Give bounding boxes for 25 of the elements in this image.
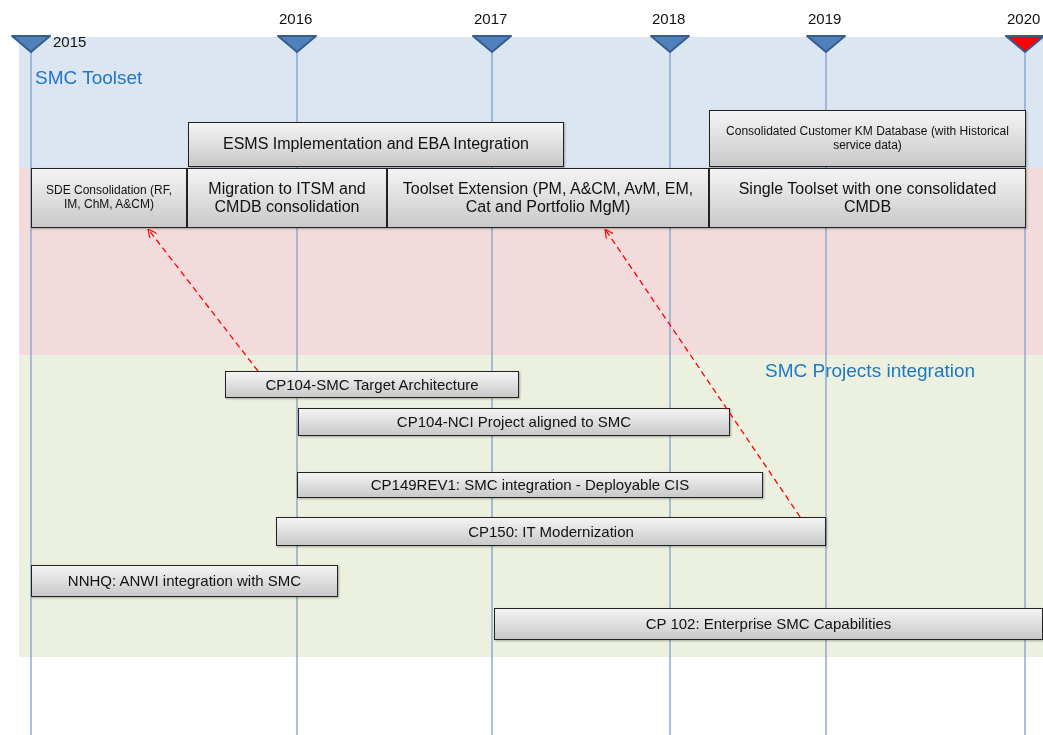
section-title: SMC Toolset (35, 67, 143, 89)
timeline-bar: ESMS Implementation and EBA Integration (188, 122, 564, 167)
timeline-bar: Consolidated Customer KM Database (with Historical service data) (709, 110, 1026, 167)
timeline-bar: SDE Consolidation (RF, IM, ChM, A&CM) (31, 168, 187, 228)
timeline-bar: CP149REV1: SMC integration - Deployable CIS (297, 472, 763, 498)
toolset-band (19, 37, 1043, 168)
roadmap-band (19, 168, 1043, 355)
arrow (604, 228, 801, 518)
timeline-bar: CP104-SMC Target Architecture (225, 371, 519, 398)
arrow (147, 228, 259, 372)
year-label: 2020 (1007, 10, 1041, 27)
timeline-bar: CP150: IT Modernization (276, 517, 826, 546)
timeline-bar: Single Toolset with one consolidated CMDB (709, 168, 1026, 228)
timeline-bar: NNHQ: ANWI integration with SMC (31, 565, 338, 597)
timeline-bar: CP104-NCI Project aligned to SMC (298, 408, 730, 436)
year-label: 2016 (279, 10, 313, 27)
year-label: 2018 (652, 10, 686, 27)
section-title: SMC Projects integration (765, 360, 976, 382)
timeline-bar: CP 102: Enterprise SMC Capabilities (494, 608, 1043, 640)
timeline-bar: Toolset Extension (PM, A&CM, AvM, EM, Cat and Portfolio MgM) (387, 168, 709, 228)
year-label: 2017 (474, 10, 508, 27)
timeline-bar: Migration to ITSM and CMDB consolidation (187, 168, 387, 228)
year-label: 2019 (808, 10, 842, 27)
year-label: 2015 (53, 33, 87, 50)
projects-band (19, 355, 1043, 657)
